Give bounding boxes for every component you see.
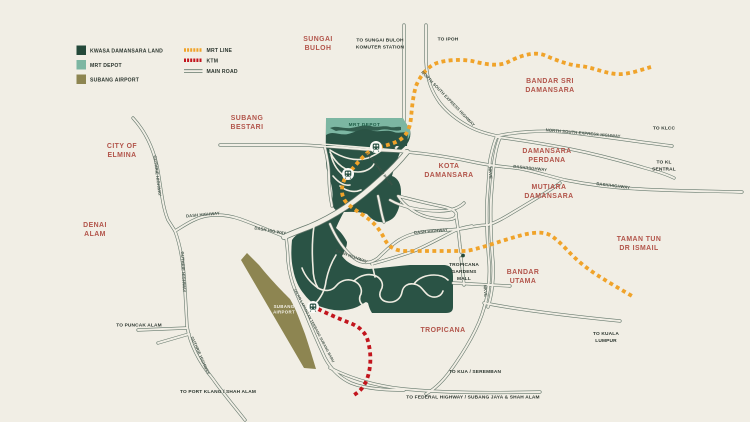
svg-text:DASH/HIGHWAY: DASH/HIGHWAY	[513, 164, 547, 173]
svg-text:NORTH SOUTH EXPRESS HIGHWAY: NORTH SOUTH EXPRESS HIGHWAY	[545, 127, 620, 139]
svg-text:SENTRAL: SENTRAL	[652, 167, 676, 173]
svg-text:BANDAR: BANDAR	[507, 269, 540, 276]
svg-text:DASH/HIGHWAY: DASH/HIGHWAY	[596, 181, 630, 190]
svg-text:TO PUNCAK ALAM: TO PUNCAK ALAM	[116, 323, 162, 329]
svg-text:LUMPUR: LUMPUR	[595, 338, 617, 344]
svg-text:TO KLCC: TO KLCC	[653, 126, 676, 132]
svg-text:MRT LINE: MRT LINE	[207, 48, 233, 54]
svg-text:DR ISMAIL: DR ISMAIL	[619, 245, 658, 252]
svg-text:MALL: MALL	[457, 276, 471, 282]
svg-text:NKVE: NKVE	[483, 285, 489, 297]
svg-text:MAIN ROAD: MAIN ROAD	[207, 69, 238, 75]
svg-text:KOTA: KOTA	[439, 163, 460, 170]
svg-text:GARDENS: GARDENS	[451, 269, 477, 275]
svg-text:TO PORT KLANG / SHAH ALAM: TO PORT KLANG / SHAH ALAM	[180, 389, 256, 395]
svg-text:SUNGAI: SUNGAI	[303, 36, 333, 43]
svg-text:SUBANG: SUBANG	[274, 304, 295, 309]
svg-text:AIRPORT: AIRPORT	[273, 310, 295, 315]
svg-text:SUBANG AIRPORT: SUBANG AIRPORT	[90, 78, 140, 84]
svg-text:TO IPOH: TO IPOH	[438, 37, 459, 43]
svg-text:DASH HIG.WAY: DASH HIG.WAY	[254, 225, 286, 235]
svg-text:DENAI: DENAI	[83, 222, 107, 229]
svg-text:KWASA DAMANSARA LAND: KWASA DAMANSARA LAND	[90, 49, 163, 55]
svg-text:BULOH: BULOH	[305, 45, 332, 52]
svg-text:PERDANA: PERDANA	[528, 157, 565, 164]
svg-text:TAMAN TUN: TAMAN TUN	[617, 236, 662, 243]
svg-text:BANDAR SRI: BANDAR SRI	[526, 78, 574, 85]
svg-text:TROPICANA: TROPICANA	[449, 262, 479, 268]
svg-text:TO SUNGAI BULOH: TO SUNGAI BULOH	[356, 38, 404, 44]
svg-text:SUBANG: SUBANG	[231, 115, 264, 122]
svg-text:KOMUTER STATION: KOMUTER STATION	[356, 45, 405, 51]
svg-text:DAMANSARA: DAMANSARA	[522, 148, 571, 155]
svg-text:TO KL: TO KL	[656, 160, 671, 166]
svg-text:ALAM: ALAM	[84, 231, 106, 238]
svg-text:CITY OF: CITY OF	[107, 143, 137, 150]
svg-text:DAMANSARA: DAMANSARA	[424, 172, 473, 179]
svg-text:UTAMA: UTAMA	[510, 278, 537, 285]
svg-text:MRT DEPOT: MRT DEPOT	[349, 122, 381, 127]
svg-text:TO KUA / SEREMBAN: TO KUA / SEREMBAN	[449, 369, 502, 375]
svg-text:KTM: KTM	[207, 58, 219, 64]
svg-text:NKVE: NKVE	[488, 167, 494, 179]
svg-text:TROPICANA: TROPICANA	[420, 327, 465, 334]
svg-text:TO FEDERAL HIGHWAY / SUBANG JA: TO FEDERAL HIGHWAY / SUBANG JAYA & SHAH …	[406, 395, 539, 401]
svg-text:MRT DEPOT: MRT DEPOT	[90, 63, 122, 69]
svg-text:GUTHRIE HIGHWAY: GUTHRIE HIGHWAY	[180, 251, 187, 292]
svg-text:TO KUALA: TO KUALA	[593, 331, 619, 337]
svg-text:DAMANSARA: DAMANSARA	[524, 193, 573, 200]
svg-text:ELMINA: ELMINA	[107, 152, 136, 159]
svg-text:GUTHRIE HIGHWAY: GUTHRIE HIGHWAY	[153, 155, 163, 197]
svg-text:BESTARI: BESTARI	[231, 124, 264, 131]
svg-text:MUTIARA: MUTIARA	[532, 184, 567, 191]
svg-text:DAMANSARA: DAMANSARA	[525, 87, 574, 94]
svg-text:DASH HIGHWAY: DASH HIGHWAY	[186, 211, 220, 219]
svg-text:DASH HIGHWAY: DASH HIGHWAY	[414, 227, 448, 235]
